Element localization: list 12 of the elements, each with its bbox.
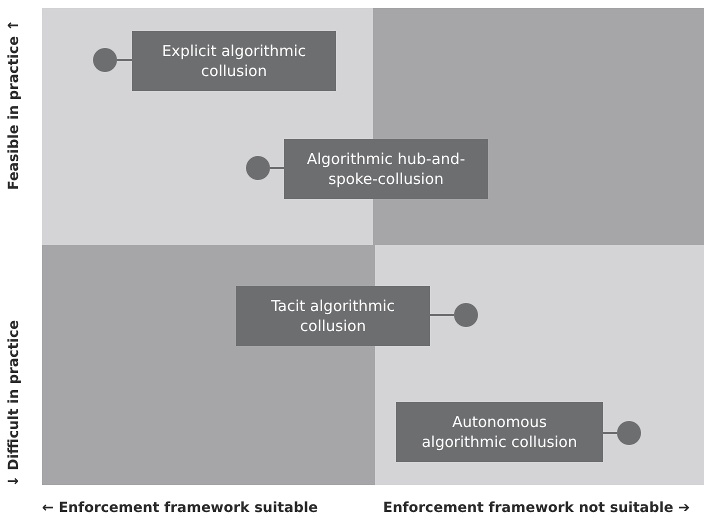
- connector-line: [430, 314, 454, 316]
- connector-line: [270, 167, 284, 169]
- label-box: Tacit algorithmic collusion: [236, 286, 430, 346]
- axis-label: ↓ Difficult in practice: [6, 319, 23, 487]
- connector-line: [603, 432, 617, 434]
- label-box: Explicit algorithmic collusion: [132, 31, 336, 91]
- axis-label: Enforcement framework not suitable ➔: [383, 500, 690, 516]
- axis-label: ← Enforcement framework suitable: [42, 500, 318, 516]
- axis-label: Feasible in practice ↑: [6, 18, 23, 190]
- connector-line: [117, 59, 132, 61]
- label-box: Algorithmic hub-and-spoke-collusion: [284, 139, 488, 199]
- label-box: Autonomous algorithmic collusion: [396, 402, 603, 462]
